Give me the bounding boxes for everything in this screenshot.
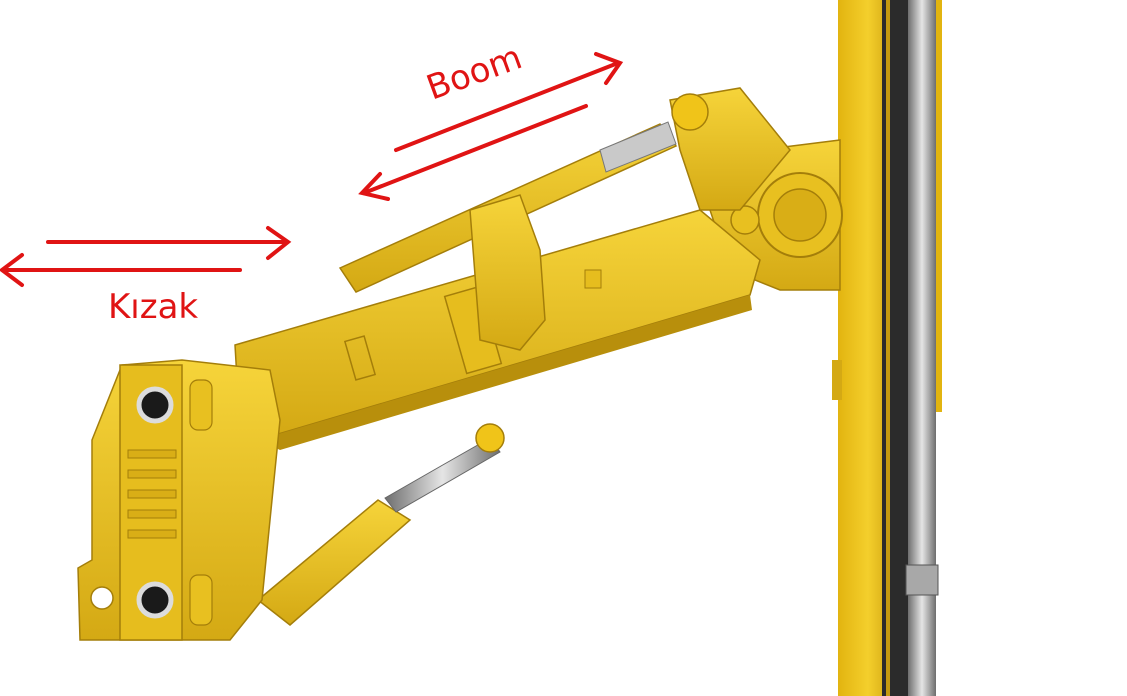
kizak-label: Kızak [108, 287, 198, 327]
tilt-cylinder [256, 423, 505, 626]
front-mounting-plate [77, 359, 281, 641]
boom-arrow-right [394, 52, 624, 152]
boom-clamp [469, 194, 546, 351]
boom-arrow-left [358, 104, 588, 201]
mast [832, 0, 942, 696]
upper-pin [671, 93, 709, 131]
kizak-arrow-right [46, 226, 292, 260]
kizak-arrow-left [0, 253, 242, 287]
boom-label: Boom [421, 37, 527, 108]
